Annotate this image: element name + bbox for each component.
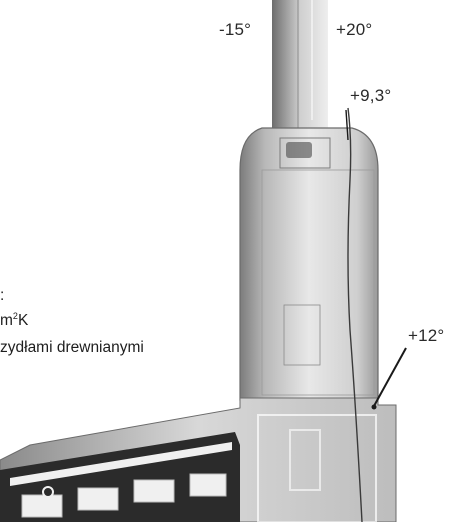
isotherm-line bbox=[347, 107, 363, 522]
temp-inside-label: +20° bbox=[336, 20, 373, 39]
sill-profile bbox=[0, 432, 240, 522]
temp-outside-label: -15° bbox=[219, 20, 252, 39]
temp-glass-edge-label: +9,3° bbox=[350, 86, 392, 105]
side-text-line-2: m2K bbox=[0, 312, 28, 329]
pointer-line-glass bbox=[345, 109, 349, 141]
pointer-line-frame bbox=[373, 347, 407, 407]
side-text-line-3: zydłami drewnianymi bbox=[0, 339, 144, 356]
temp-frame-label: +12° bbox=[408, 326, 445, 345]
glazing-bead bbox=[286, 142, 312, 158]
side-text-line-1: : bbox=[0, 287, 5, 304]
sash-body bbox=[239, 127, 379, 401]
glazing-panel bbox=[272, 0, 328, 135]
pointer-dot-frame bbox=[371, 404, 377, 410]
side-text-line-2-pre: m bbox=[0, 312, 13, 329]
side-text-line-2-post: K bbox=[17, 312, 29, 329]
side-text-line-2-sup: 2 bbox=[12, 311, 18, 321]
